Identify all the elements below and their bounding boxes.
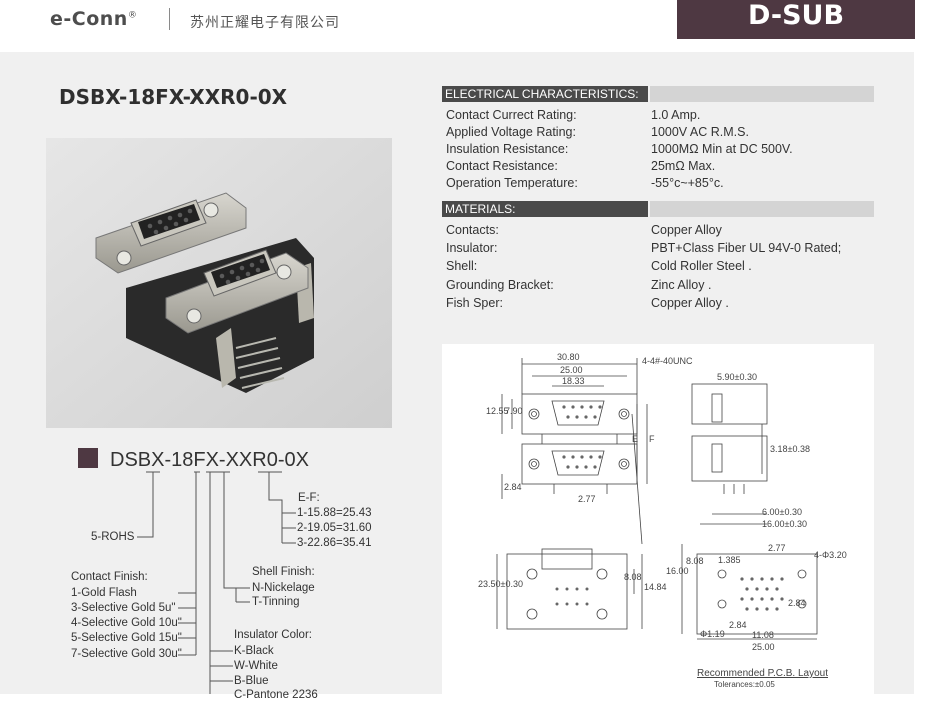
contact-option: 3-Selective Gold 5u": [71, 602, 176, 614]
pcb-caption: Recommended P.C.B. Layout: [697, 668, 829, 679]
dim-label: Φ1.19: [700, 629, 725, 639]
dim-label: 1.385: [718, 555, 741, 565]
technical-drawing: 30.80 25.00 18.33 4-4#-40UNC 12.55 7.90 …: [442, 344, 874, 694]
dim-label: 2.84: [504, 482, 522, 492]
electrical-heading: ELECTRICAL CHARACTERISTICS:: [442, 86, 648, 102]
ordering-marker: [78, 448, 98, 468]
dim-label: 18.33: [562, 376, 585, 386]
dim-label: 12.55: [486, 406, 509, 416]
brand-logo: e-Conn®: [50, 8, 138, 30]
heading-bar: [650, 201, 874, 217]
dim-label: 2.84: [788, 598, 806, 608]
dim-label: 4-Φ3.20: [814, 550, 847, 560]
rohs-label: 5-ROHS: [91, 531, 135, 543]
heading-bar: [650, 86, 874, 102]
dim-label: 6.00±0.30: [762, 507, 802, 517]
contact-option: 7-Selective Gold 30u": [71, 648, 182, 660]
dim-label: 5.90±0.30: [717, 372, 757, 382]
contact-option: 5-Selective Gold 15u": [71, 632, 182, 644]
materials-heading: MATERIALS:: [442, 201, 648, 217]
ef-option: 1-15.88=25.43: [297, 507, 372, 519]
category-badge: D-SUB: [677, 0, 915, 39]
dim-label: 14.84: [644, 582, 667, 592]
materials-header: MATERIALS:: [442, 201, 874, 217]
dim-label: 2.77: [768, 543, 786, 553]
insulator-option: W-White: [234, 660, 278, 672]
header: e-Conn® 苏州正耀电子有限公司 D-SUB: [0, 0, 939, 52]
page-title: DSBX-18FX-XXR0-0X: [59, 85, 288, 109]
shell-option: N-Nickelage: [252, 582, 315, 594]
ef-option: 2-19.05=31.60: [297, 522, 372, 534]
dim-label: F: [649, 434, 655, 444]
dim-label: 11.08: [752, 630, 774, 640]
insulator-option: C-Pantone 2236: [234, 689, 318, 701]
dim-label: 23.50±0.30: [478, 579, 523, 589]
ordering-code: DSBX-18FX-XXR0-0X: [110, 449, 309, 471]
contact-option: 4-Selective Gold 10u": [71, 617, 182, 629]
company-name: 苏州正耀电子有限公司: [190, 14, 340, 30]
insulator-title: Insulator Color:: [234, 629, 312, 641]
dim-label: 16.00±0.30: [762, 519, 807, 529]
dimension-drawing: [496, 358, 818, 640]
dim-label: 2.84: [729, 620, 747, 630]
electrical-header: ELECTRICAL CHARACTERISTICS:: [442, 86, 874, 102]
tolerance-note: Tolerances:±0.05: [714, 680, 775, 689]
dim-label: 7.90: [505, 406, 523, 416]
product-photo: [46, 138, 392, 428]
dim-label: 2.77: [578, 494, 596, 504]
dim-label: 30.80: [557, 352, 580, 362]
dim-label: 25.00: [752, 642, 775, 652]
contact-option: 1-Gold Flash: [71, 587, 137, 599]
dim-label: 8.08: [624, 572, 642, 582]
dim-label: 8.08: [686, 556, 704, 566]
connector-illustration: [46, 138, 392, 428]
dim-label: 25.00: [560, 365, 583, 375]
shell-title: Shell Finish:: [252, 566, 315, 578]
dim-label: 3.18±0.38: [770, 444, 810, 454]
logo-divider: [169, 8, 170, 30]
insulator-option: B-Blue: [234, 675, 269, 687]
ef-option: 3-22.86=35.41: [297, 537, 372, 549]
dim-label: 4-4#-40UNC: [642, 356, 693, 366]
dim-label: E: [632, 434, 639, 444]
ef-title: E-F:: [298, 492, 320, 504]
dim-label: 16.00: [666, 566, 689, 576]
insulator-option: K-Black: [234, 645, 274, 657]
shell-option: T-Tinning: [252, 596, 300, 608]
contact-title: Contact Finish:: [71, 571, 148, 583]
